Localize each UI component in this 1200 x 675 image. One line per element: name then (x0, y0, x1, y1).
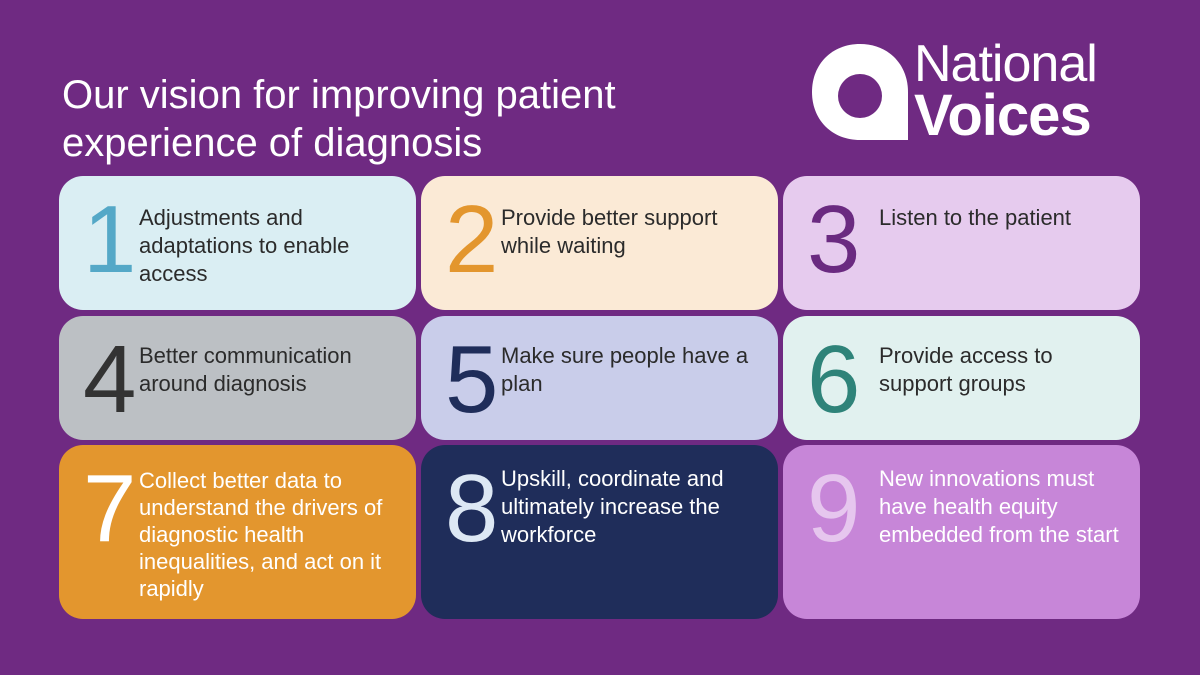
vision-text-2: Provide better support while waiting (501, 205, 718, 258)
vision-number-9: 9 (807, 455, 861, 562)
vision-card-9: 9 New innovations must have health equit… (783, 445, 1140, 619)
vision-number-1: 1 (83, 186, 137, 293)
vision-number-5: 5 (445, 326, 499, 433)
vision-card-7: 7 Collect better data to understand the … (59, 445, 416, 619)
vision-number-3: 3 (807, 186, 861, 293)
page-title: Our vision for improving patient experie… (62, 72, 616, 165)
vision-number-7: 7 (83, 455, 137, 562)
vision-text-4: Better communication around diagnosis (139, 343, 352, 396)
vision-card-4: 4 Better communication around diagnosis (59, 316, 416, 440)
vision-text-9: New innovations must have health equity … (879, 466, 1119, 547)
vision-card-1: 1 Adjustments and adaptations to enable … (59, 176, 416, 310)
vision-card-8: 8 Upskill, coordinate and ultimately inc… (421, 445, 778, 619)
vision-number-8: 8 (445, 455, 499, 562)
logo-text-voices: Voices (914, 83, 1092, 148)
vision-number-2: 2 (445, 186, 499, 293)
vision-card-5: 5 Make sure people have a plan (421, 316, 778, 440)
logo-text-national: National (914, 35, 1098, 93)
vision-text-8: Upskill, coordinate and ultimately incre… (501, 466, 724, 547)
vision-text-6: Provide access to support groups (879, 343, 1053, 396)
vision-text-7: Collect better data to understand the dr… (139, 468, 383, 601)
vision-card-6: 6 Provide access to support groups (783, 316, 1140, 440)
vision-card-2: 2 Provide better support while waiting (421, 176, 778, 310)
logo-speech-bubble-icon (812, 44, 908, 140)
vision-card-3: 3 Listen to the patient (783, 176, 1140, 310)
vision-text-3: Listen to the patient (879, 205, 1072, 230)
vision-text-5: Make sure people have a plan (501, 343, 749, 396)
national-voices-logo: National Voices (808, 35, 1148, 148)
vision-number-4: 4 (83, 326, 137, 433)
vision-number-6: 6 (807, 326, 861, 433)
vision-text-1: Adjustments and adaptations to enable ac… (139, 205, 350, 286)
